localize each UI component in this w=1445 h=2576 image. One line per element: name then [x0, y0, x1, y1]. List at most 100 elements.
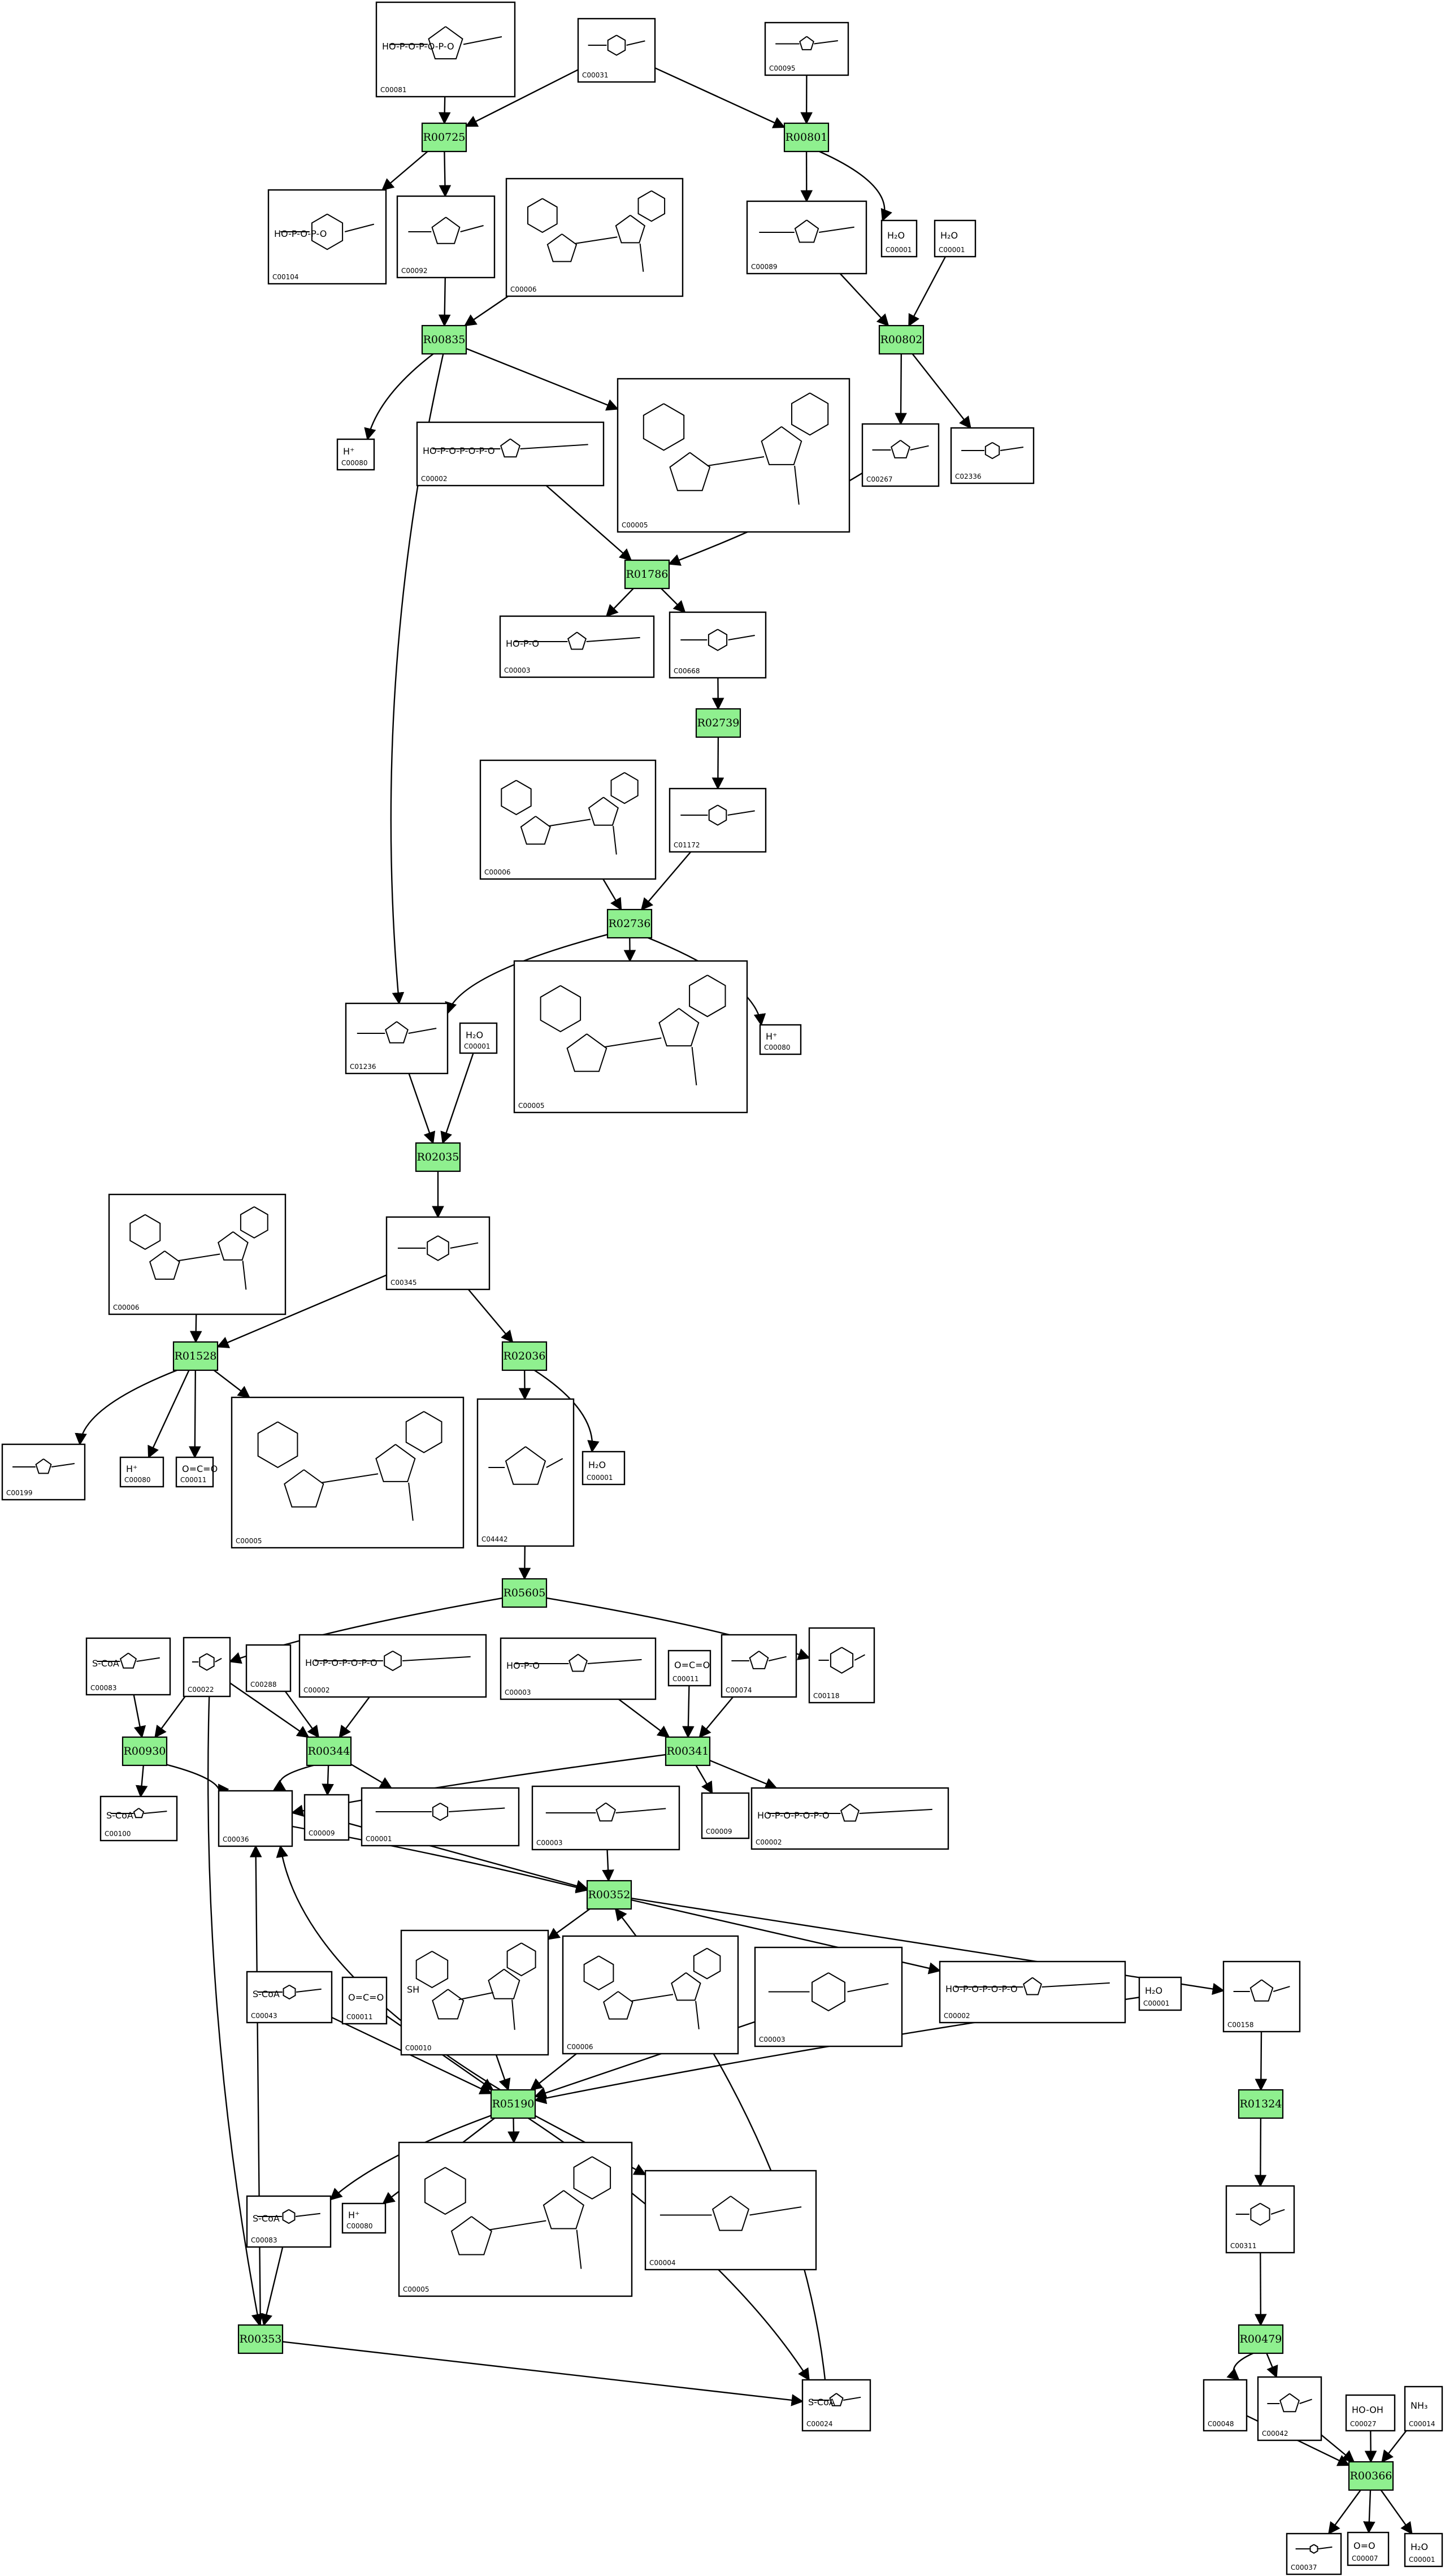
reaction-node[interactable]: R01786 [624, 559, 670, 590]
compound-box[interactable]: C00345 [385, 1216, 491, 1291]
reaction-box[interactable] [237, 2324, 284, 2354]
compound-box[interactable]: C00003 [531, 1785, 680, 1851]
compound-box[interactable]: C00005 [617, 378, 850, 533]
compound-box[interactable]: C00006 [108, 1193, 287, 1315]
reaction-node[interactable]: R00801 [783, 122, 830, 153]
compound-box[interactable]: C00668 [669, 611, 767, 679]
reaction-node[interactable]: R00341 [665, 1736, 711, 1767]
compound-box[interactable]: C00006 [562, 1935, 739, 2055]
reaction-box[interactable] [624, 559, 670, 590]
reaction-node[interactable]: R01324 [1238, 2089, 1284, 2119]
compound-box[interactable]: C00118 [808, 1627, 875, 1704]
reaction-node[interactable]: R00353 [237, 2324, 284, 2354]
reaction-node[interactable]: R02736 [606, 908, 653, 939]
reaction-box[interactable] [665, 1736, 711, 1767]
compound-box[interactable]: C00031 [577, 18, 656, 83]
compound-box[interactable]: C00037 [1286, 2532, 1342, 2575]
compound-box[interactable]: C00074 [721, 1634, 797, 1698]
compound-box[interactable]: H⁺C00080 [336, 438, 375, 471]
compound-box[interactable]: C00006 [479, 759, 657, 880]
compound-box[interactable]: C00288 [245, 1644, 292, 1692]
compound-box[interactable]: C00267 [861, 423, 940, 487]
reaction-box[interactable] [501, 1578, 548, 1608]
reaction-node[interactable]: R05605 [501, 1578, 548, 1608]
reaction-box[interactable] [783, 122, 830, 153]
reaction-node[interactable]: R01528 [172, 1341, 219, 1371]
compound-box[interactable]: C00158 [1222, 1960, 1301, 2033]
compound-box[interactable]: C00042 [1257, 2376, 1322, 2441]
compound-box[interactable]: C00036 [218, 1790, 293, 1847]
compound-box[interactable]: C00092 [396, 195, 496, 279]
compound-box[interactable]: C01236 [345, 1002, 449, 1075]
compound-box[interactable]: C04442 [476, 1398, 575, 1547]
reaction-box[interactable] [1348, 2461, 1394, 2491]
compound-box[interactable]: C00004 [644, 2170, 817, 2271]
compound-box[interactable]: C00003 [754, 1946, 903, 2047]
compound-box[interactable]: C00009 [303, 1794, 350, 1841]
reaction-box[interactable] [490, 2089, 536, 2119]
compound-box[interactable]: C00199 [1, 1443, 86, 1501]
reaction-node[interactable]: R00725 [421, 122, 467, 153]
reaction-node[interactable]: R00835 [421, 324, 467, 355]
compound-box[interactable]: C01172 [669, 787, 767, 853]
compound-box[interactable]: H⁺C00080 [341, 2202, 387, 2234]
compound-box[interactable]: H⁺C00080 [759, 1024, 802, 1055]
reaction-node[interactable]: R00479 [1238, 2324, 1284, 2354]
reaction-node[interactable]: R05190 [490, 2089, 536, 2119]
reaction-box[interactable] [501, 1341, 548, 1371]
compound-box[interactable]: C00048 [1203, 2379, 1248, 2432]
reaction-box[interactable] [421, 324, 467, 355]
compound-box[interactable]: C00006 [505, 177, 684, 297]
reaction-box[interactable] [695, 708, 741, 738]
reaction-box[interactable] [586, 1880, 632, 1910]
reaction-node[interactable]: R02035 [415, 1142, 461, 1172]
compound-box[interactable]: C00009 [701, 1792, 750, 1839]
reaction-box[interactable] [878, 324, 925, 355]
compound-box[interactable]: C02336 [950, 427, 1035, 484]
compound-box[interactable]: C00005 [398, 2141, 633, 2297]
compound-box[interactable]: H⁺C00080 [119, 1456, 164, 1488]
reaction-box[interactable] [421, 122, 467, 153]
compound-box[interactable]: C00005 [231, 1396, 465, 1549]
reaction-node[interactable]: R00352 [586, 1880, 632, 1910]
reaction-box[interactable] [415, 1142, 461, 1172]
compound-box[interactable]: C00311 [1225, 2185, 1295, 2254]
reaction-box[interactable] [121, 1736, 168, 1767]
reaction-node[interactable]: R00802 [878, 324, 925, 355]
reaction-box[interactable] [1238, 2324, 1284, 2354]
compound-box[interactable]: C00022 [183, 1636, 231, 1698]
compound-box[interactable]: C00005 [513, 960, 748, 1114]
reaction-box[interactable] [172, 1341, 219, 1371]
reaction-node[interactable]: R02036 [501, 1341, 548, 1371]
compound-box[interactable]: C00095 [764, 21, 849, 76]
reaction-node[interactable]: R02739 [695, 708, 741, 738]
reaction-box[interactable] [1238, 2089, 1284, 2119]
reaction-box[interactable] [306, 1736, 352, 1767]
reaction-box[interactable] [606, 908, 653, 939]
